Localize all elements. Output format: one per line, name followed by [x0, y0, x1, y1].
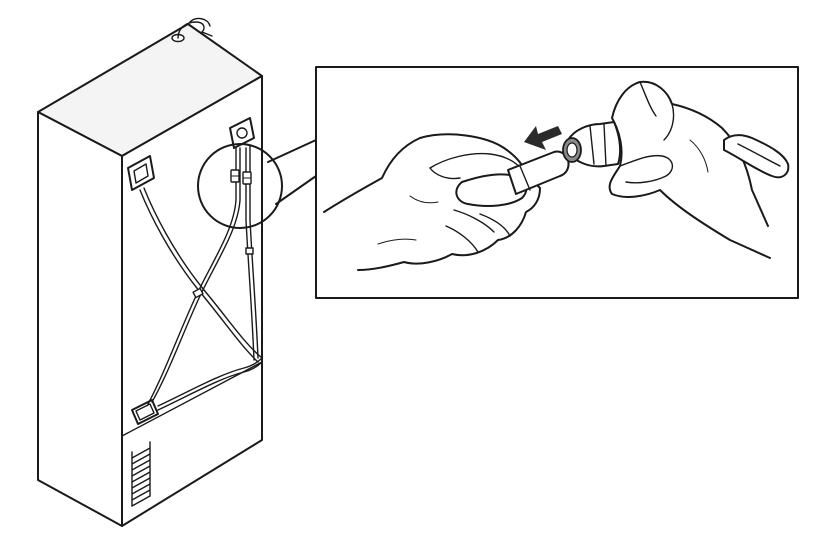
leader-line-upper — [267, 139, 317, 163]
cabinet-side-face — [37, 111, 123, 527]
detail-magnifier-circle — [197, 139, 317, 229]
vent-grille — [131, 441, 151, 507]
pull-direction-arrow — [524, 126, 562, 150]
top-cord-outlet — [171, 17, 213, 43]
left-hand — [323, 133, 541, 271]
quick-connect-fitting — [562, 121, 622, 168]
refrigerator-cabinet — [37, 23, 263, 527]
water-lines — [139, 145, 263, 411]
leader-line-lower — [275, 175, 317, 205]
right-bracket — [229, 117, 255, 149]
left-bracket — [127, 155, 155, 191]
water-inlet-box — [131, 399, 159, 425]
compressor-panel-seam — [121, 361, 263, 437]
supply-hose — [723, 134, 790, 179]
